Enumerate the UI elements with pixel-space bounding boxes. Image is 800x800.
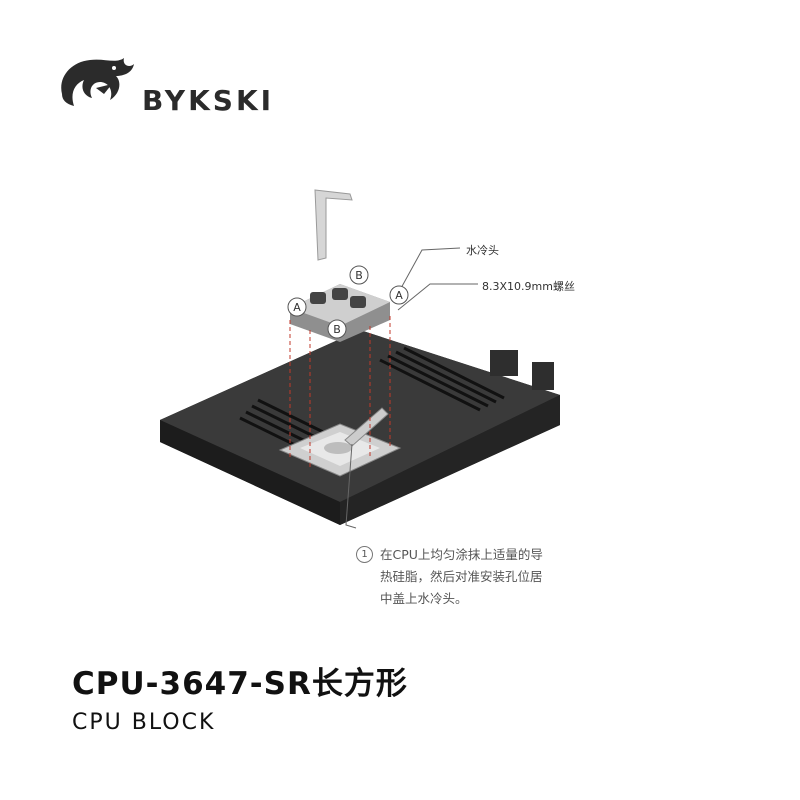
dragon-logo-icon — [61, 58, 134, 106]
marker-b-top: B — [349, 265, 369, 285]
marker-a-right: A — [389, 285, 409, 305]
svg-text:B: B — [333, 323, 341, 336]
svg-text:B: B — [355, 269, 363, 282]
water-block-label: 水冷头 — [466, 244, 499, 257]
screw-label: 8.3X10.9mm螺丝 — [482, 280, 575, 293]
brand-name: BYKSKI — [142, 84, 275, 117]
marker-b-bottom: B — [327, 319, 347, 339]
note-number: 1 — [356, 546, 373, 563]
product-illustration — [160, 189, 560, 529]
svg-text:A: A — [293, 301, 301, 314]
model-title: CPU-3647-SR长方形 — [72, 666, 408, 702]
marker-a-left: A — [287, 297, 307, 317]
installation-note: 在CPU上均匀涂抹上适量的导热硅脂，然后对准安装孔位居中盖上水冷头。 — [380, 547, 543, 606]
svg-text:A: A — [395, 289, 403, 302]
product-subtitle: CPU BLOCK — [72, 710, 216, 735]
